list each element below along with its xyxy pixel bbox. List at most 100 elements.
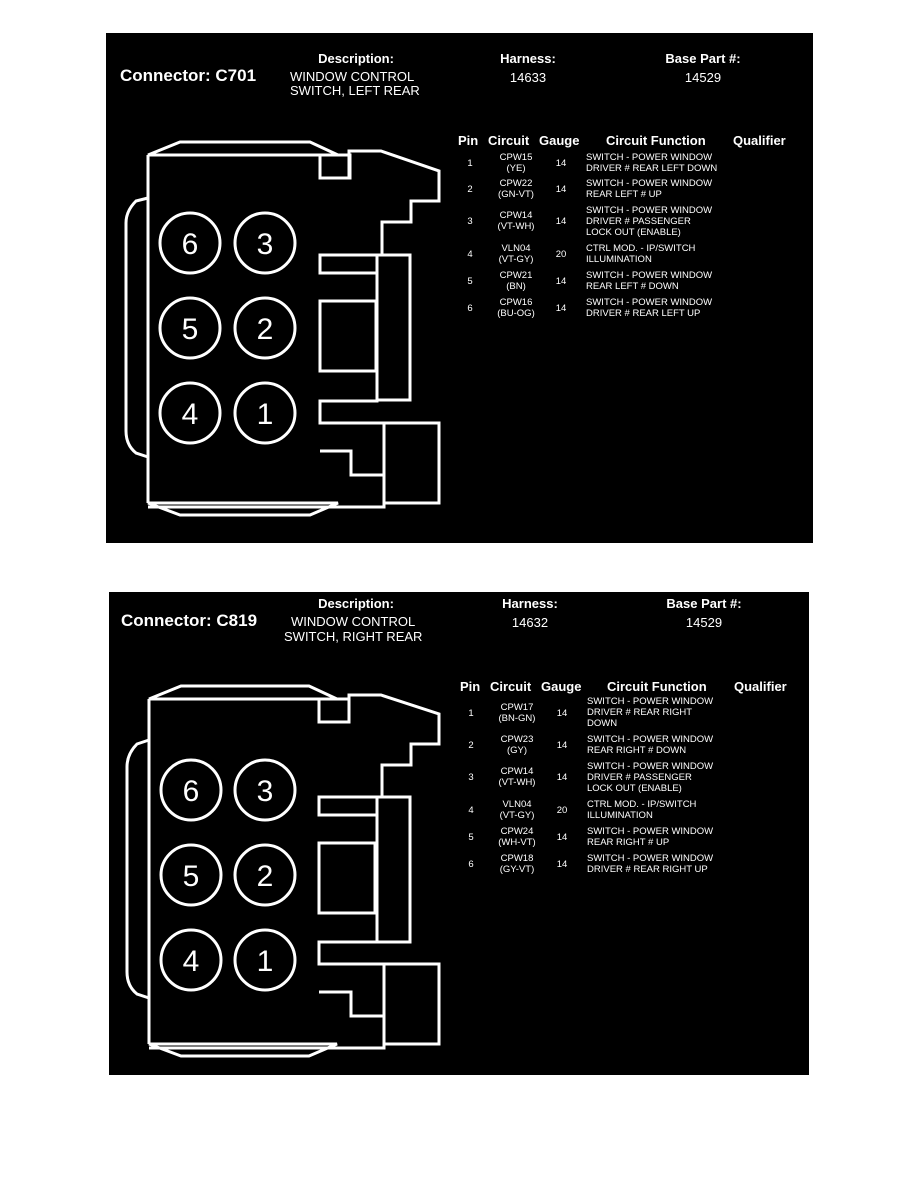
circuit-id: CPW16	[499, 297, 533, 308]
wire-gauge: 14	[556, 859, 568, 870]
function-line: SWITCH - POWER WINDOW	[586, 270, 713, 281]
table-row: 3 CPW14 (VT-WH) 14 SWITCH - POWER WINDOW…	[106, 205, 813, 238]
wire-color: (GY)	[506, 745, 528, 756]
pin-label: 2	[257, 860, 274, 893]
connector-face-diagram: 6 3 5 2 4 1	[124, 140, 441, 517]
pin-number: 3	[468, 772, 474, 783]
pin-number: 2	[467, 184, 473, 195]
connector-title: Connector: C819	[121, 611, 258, 630]
function-line: CTRL MOD. - IP/SWITCH	[586, 243, 696, 254]
table-row: 2 CPW23 (GY) 14 SWITCH - POWER WINDOW RE…	[109, 734, 809, 765]
pin-5-circle	[159, 843, 223, 907]
wire-color: (BU-OG)	[497, 308, 535, 319]
harness-label: Harness:	[502, 596, 558, 611]
col-header-function: Circuit Function	[607, 679, 707, 694]
function-line: REAR LEFT # UP	[586, 189, 662, 200]
pin-number: 4	[468, 805, 474, 816]
wire-color: (VT-GY)	[498, 254, 534, 265]
pin-label: 6	[183, 775, 200, 808]
pin-number: 1	[468, 708, 474, 719]
table-row: 6 CPW16 (BU-OG) 14 SWITCH - POWER WINDOW…	[106, 297, 813, 328]
pin-label: 3	[257, 775, 274, 808]
function-line: CTRL MOD. - IP/SWITCH	[587, 799, 697, 810]
pin-4-circle	[158, 381, 222, 445]
table-row: 1 CPW17 (BN-GN) 14 SWITCH - POWER WINDOW…	[109, 696, 809, 729]
harness-value: 14633	[509, 70, 547, 85]
function-line: DRIVER # PASSENGER	[587, 772, 692, 783]
description-label: Description:	[318, 596, 394, 611]
base-part-value: 14529	[684, 70, 722, 85]
circuit-id: CPW15	[499, 152, 533, 163]
pin-label: 3	[257, 228, 274, 261]
function-line: ILLUMINATION	[587, 810, 653, 821]
description-label: Description:	[318, 51, 394, 66]
function-line: DRIVER # REAR RIGHT	[587, 707, 693, 718]
circuit-id: CPW17	[500, 702, 534, 713]
base-part-label: Base Part #:	[666, 596, 742, 611]
table-row: 6 CPW18 (GY-VT) 14 SWITCH - POWER WINDOW…	[109, 853, 809, 884]
pin-label: 5	[183, 860, 200, 893]
function-line: ILLUMINATION	[586, 254, 652, 265]
pin-label: 1	[257, 398, 274, 431]
col-header-gauge: Gauge	[541, 679, 582, 694]
description-line-2: SWITCH, LEFT REAR	[290, 83, 420, 98]
function-line: SWITCH - POWER WINDOW	[587, 826, 714, 837]
col-header-pin: Pin	[460, 679, 481, 694]
wire-color: (BN-GN)	[498, 713, 536, 724]
col-header-circuit: Circuit	[490, 679, 532, 694]
pin-number: 5	[468, 832, 474, 843]
wire-gauge: 14	[555, 216, 567, 227]
function-line: SWITCH - POWER WINDOW	[587, 853, 714, 864]
function-line: SWITCH - POWER WINDOW	[586, 152, 713, 163]
pin-label: 4	[182, 398, 199, 431]
function-line: SWITCH - POWER WINDOW	[586, 205, 713, 216]
function-line: SWITCH - POWER WINDOW	[586, 297, 713, 308]
harness-label: Harness:	[500, 51, 556, 66]
col-header-gauge: Gauge	[539, 133, 580, 148]
wire-color: (GN-VT)	[498, 189, 534, 200]
description-line-1: WINDOW CONTROL	[290, 69, 415, 84]
circuit-id: CPW14	[500, 766, 534, 777]
function-line: DRIVER # PASSENGER	[586, 216, 691, 227]
wire-color: (YE)	[506, 163, 526, 174]
wire-gauge: 14	[555, 303, 567, 314]
table-row: 5 CPW24 (WH-VT) 14 SWITCH - POWER WINDOW…	[109, 826, 809, 857]
function-line: DRIVER # REAR LEFT UP	[586, 308, 701, 319]
wire-gauge: 14	[555, 158, 567, 169]
circuit-id: CPW18	[500, 853, 534, 864]
description-line-1: WINDOW CONTROL	[291, 614, 416, 629]
col-header-qualifier: Qualifier	[734, 679, 787, 694]
pin-number: 1	[467, 158, 473, 169]
pin-6-circle	[158, 211, 222, 275]
function-line: LOCK OUT (ENABLE)	[586, 227, 681, 238]
wire-color: (VT-GY)	[499, 810, 535, 821]
circuit-id: CPW21	[499, 270, 533, 281]
table-row: 1 CPW15 (YE) 14 SWITCH - POWER WINDOW DR…	[106, 152, 813, 183]
base-part-label: Base Part #:	[665, 51, 741, 66]
pin-3-circle	[233, 211, 297, 275]
function-line: DRIVER # REAR RIGHT UP	[587, 864, 708, 875]
pin-1-circle	[233, 381, 297, 445]
function-line: SWITCH - POWER WINDOW	[587, 761, 714, 772]
function-line: LOCK OUT (ENABLE)	[587, 783, 682, 794]
pin-4-circle	[159, 928, 223, 992]
pin-number: 6	[468, 859, 474, 870]
wire-gauge: 14	[556, 708, 568, 719]
circuit-id: CPW24	[500, 826, 534, 837]
function-line: SWITCH - POWER WINDOW	[587, 734, 714, 745]
wire-gauge: 14	[555, 184, 567, 195]
function-line: DOWN	[587, 718, 618, 729]
wire-gauge: 14	[556, 832, 568, 843]
wire-color: (VT-WH)	[497, 221, 535, 232]
connector-panel-c819: 6 3 5 2 4 1 Connector: C819 Description:…	[109, 592, 809, 1075]
description-line-2: SWITCH, RIGHT REAR	[284, 629, 423, 644]
pin-6-circle	[159, 758, 223, 822]
wire-color: (GY-VT)	[499, 864, 535, 875]
table-row: 3 CPW14 (VT-WH) 14 SWITCH - POWER WINDOW…	[109, 761, 809, 794]
pin-label: 2	[257, 313, 274, 346]
table-row: 4 VLN04 (VT-GY) 20 CTRL MOD. - IP/SWITCH…	[109, 799, 809, 830]
col-header-function: Circuit Function	[606, 133, 706, 148]
pin-label: 1	[257, 945, 274, 978]
pin-number: 2	[468, 740, 474, 751]
function-line: DRIVER # REAR LEFT DOWN	[586, 163, 718, 174]
